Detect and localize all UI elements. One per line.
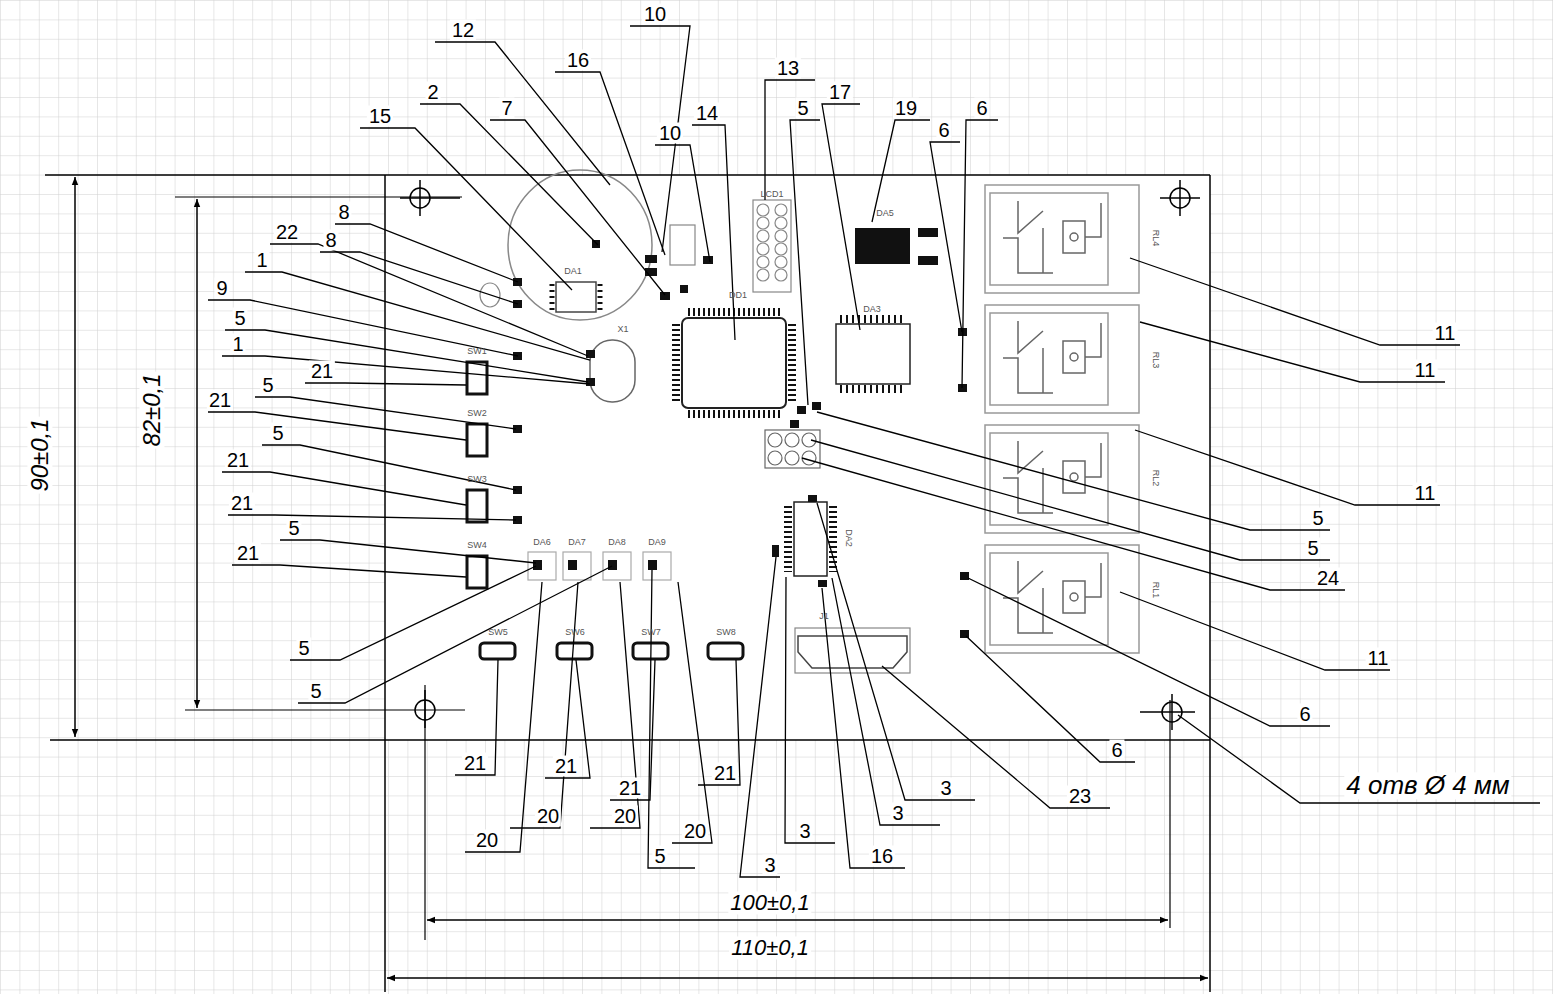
designator: SW5 [488, 628, 508, 637]
designator: SW7 [641, 628, 661, 637]
callout-number: 11 [1413, 360, 1438, 381]
dimension-text: 82±0,1 [139, 371, 164, 448]
callout-number: 19 [893, 98, 919, 119]
designator: X1 [617, 325, 628, 334]
callout-number: 21 [309, 361, 335, 382]
callout-number: 3 [890, 803, 905, 824]
designator: RL1 [1150, 582, 1159, 599]
designator: SW3 [467, 475, 487, 484]
callout-number: 5 [308, 681, 323, 702]
callout-number: 21 [235, 543, 261, 564]
callout-number: 5 [1310, 508, 1325, 529]
callout-number: 6 [1297, 704, 1312, 725]
callout-number: 22 [274, 222, 300, 243]
designator: DA8 [608, 538, 626, 547]
designator: RL4 [1150, 230, 1159, 247]
callout-number: 23 [1067, 786, 1093, 807]
callout-number: 20 [682, 821, 708, 842]
designator: LCD1 [760, 190, 783, 199]
callout-number: 5 [260, 375, 275, 396]
callout-number: 2 [425, 82, 440, 103]
callout-number: 5 [286, 518, 301, 539]
callout-number: 11 [1433, 323, 1458, 344]
callout-number: 6 [1109, 740, 1124, 761]
callout-number: 6 [974, 98, 989, 119]
hole-note: 4 отв Ø 4 мм [1344, 772, 1511, 799]
designator: DA1 [564, 267, 582, 276]
callout-number: 21 [553, 756, 579, 777]
designator: SW2 [467, 409, 487, 418]
callout-number: 8 [323, 230, 338, 251]
callout-number: 9 [214, 278, 229, 299]
callout-number: 6 [936, 120, 951, 141]
callout-number: 17 [827, 82, 853, 103]
callout-number: 12 [450, 20, 476, 41]
designator: DA2 [843, 529, 852, 547]
callout-number: 21 [225, 450, 251, 471]
callout-number: 21 [617, 778, 643, 799]
callout-number: 20 [474, 830, 500, 851]
callout-number: 21 [712, 763, 738, 784]
designator: DA9 [648, 538, 666, 547]
designator: RL3 [1150, 352, 1159, 369]
callout-number: 16 [869, 846, 895, 867]
designator: DD1 [729, 291, 747, 300]
callout-number: 10 [642, 4, 668, 25]
callout-number: 5 [270, 423, 285, 444]
callout-number: 11 [1413, 483, 1438, 504]
callout-number: 21 [462, 753, 488, 774]
designator: DA7 [568, 538, 586, 547]
callout-number: 1 [230, 334, 245, 355]
callout-number: 5 [795, 98, 810, 119]
dimension-text: 100±0,1 [728, 891, 811, 914]
callout-number: 1 [254, 250, 269, 271]
callout-number: 13 [775, 58, 801, 79]
designator: SW4 [467, 541, 487, 550]
designator: DA6 [533, 538, 551, 547]
callout-number: 11 [1366, 648, 1391, 669]
callout-number: 10 [657, 123, 683, 144]
callout-number: 8 [336, 202, 351, 223]
callout-number: 5 [652, 846, 667, 867]
callout-number: 5 [296, 638, 311, 659]
dimension-text: 90±0,1 [27, 416, 52, 493]
designator: DA3 [863, 305, 881, 314]
callout-number: 16 [565, 50, 591, 71]
callout-number: 5 [232, 308, 247, 329]
callout-number: 5 [1305, 538, 1320, 559]
callout-number: 7 [499, 98, 514, 119]
callout-number: 15 [367, 106, 393, 127]
callout-number: 21 [207, 390, 233, 411]
callout-number: 20 [612, 806, 638, 827]
designator: SW1 [467, 347, 487, 356]
designator: SW6 [565, 628, 585, 637]
callout-number: 3 [938, 778, 953, 799]
callout-number: 3 [797, 821, 812, 842]
designator: DA5 [876, 209, 894, 218]
designator: RL2 [1150, 470, 1159, 487]
designator: J1 [819, 612, 829, 621]
callout-number: 21 [229, 493, 255, 514]
callout-number: 24 [1315, 568, 1341, 589]
callout-number: 3 [762, 855, 777, 876]
callout-number: 20 [535, 806, 561, 827]
callout-number: 14 [694, 103, 720, 124]
designator: SW8 [716, 628, 736, 637]
dimension-text: 110±0,1 [729, 936, 811, 959]
